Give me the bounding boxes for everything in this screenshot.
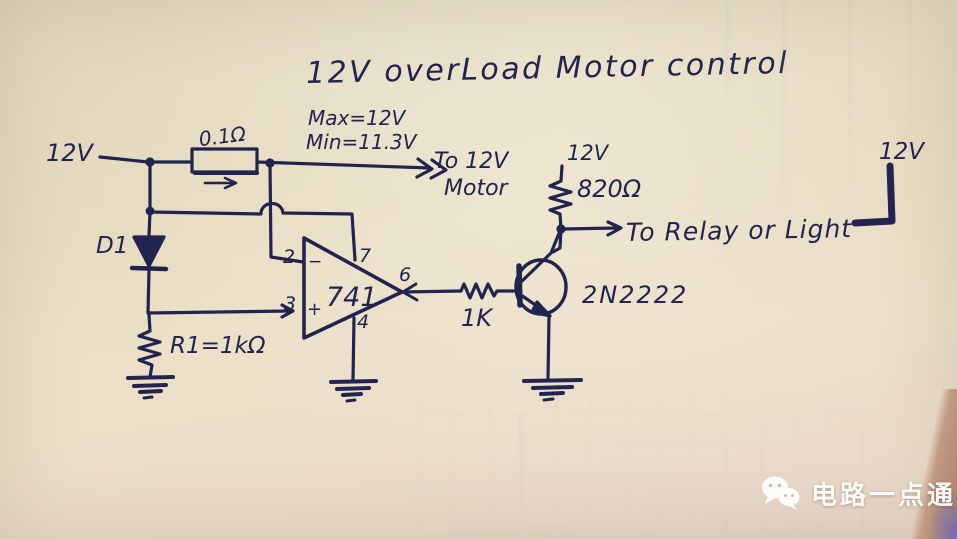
diode-d1 <box>132 235 166 268</box>
wire-to-pin7-with-hop <box>148 201 357 262</box>
diode-cathode-lead <box>146 268 151 315</box>
wire-supply-right <box>851 162 896 227</box>
min-note: Min=11.3V <box>306 130 418 154</box>
watermark: 电路一点通 <box>760 474 956 512</box>
opamp-pin3-label: 3 <box>284 293 296 315</box>
ground-symbol-3 <box>522 378 583 402</box>
grid-show-through <box>420 395 880 535</box>
ground-symbol-2 <box>329 379 378 403</box>
emitter-arrowhead-icon <box>530 300 552 318</box>
resistor-r1 <box>137 313 162 379</box>
wire-relay-arrow <box>562 226 618 231</box>
shunt-resistor <box>190 147 259 174</box>
wire-emitter-ground <box>546 314 551 381</box>
relay-note: To Relay or Light <box>626 214 853 247</box>
opamp-pin4-label: 4 <box>357 311 369 333</box>
ground-symbol-1 <box>126 375 175 400</box>
relay-arrowhead-icon <box>606 220 623 237</box>
opamp-minus-sign: − <box>308 252 322 272</box>
wechat-icon <box>762 476 800 510</box>
paper-streak <box>726 0 729 150</box>
supply-left-label: 12V <box>46 139 95 167</box>
opamp-pin6-label: 6 <box>399 264 411 286</box>
paper-streak <box>782 0 785 300</box>
junction-dot <box>265 158 275 168</box>
motor-arrowhead-icon <box>415 157 434 179</box>
wire-820-to-collector <box>551 227 563 254</box>
motor-note-line1: To 12V <box>434 149 510 174</box>
opamp-741 <box>302 236 404 340</box>
max-note: Max=12V <box>308 106 407 130</box>
resistor-820 <box>548 164 573 231</box>
supply-mid-label: 12V <box>567 141 610 165</box>
paper-streak <box>849 0 852 260</box>
r1-label: R1=1kΩ <box>170 333 266 359</box>
supply-right-label: 12V <box>879 139 926 165</box>
pullup-resistor-label: 820Ω <box>577 175 642 203</box>
resistor-1k <box>459 282 521 300</box>
pin3-arrowhead-icon <box>280 303 295 319</box>
paper-streak <box>908 0 911 200</box>
transistor-label: 2N2222 <box>582 281 688 309</box>
opamp-pin7-label: 7 <box>359 245 371 267</box>
junction-dot <box>145 157 155 167</box>
junction-dot <box>556 224 566 234</box>
background-blob <box>927 491 957 539</box>
output-arrowhead-icon <box>401 282 419 302</box>
opamp-label: 741 <box>326 282 378 313</box>
junction-dot <box>145 206 155 216</box>
base-resistor-label: 1K <box>461 304 494 332</box>
diode-label: D1 <box>96 233 128 259</box>
wire-to-pin3 <box>146 309 292 315</box>
shunt-resistor-label: 0.1Ω <box>197 121 247 151</box>
opamp-pin2-label: 2 <box>283 246 295 268</box>
opamp-plus-sign: + <box>307 299 322 320</box>
wire-pin4-ground <box>351 316 356 382</box>
paper-streak <box>519 415 522 539</box>
wire-opamp-output <box>400 289 463 294</box>
motor-note-line2: Motor <box>444 176 510 201</box>
wire-to-pin2 <box>268 161 305 264</box>
transistor-collector <box>519 229 562 284</box>
watermark-text: 电路一点通 <box>811 480 957 511</box>
wire-to-motor <box>255 160 432 170</box>
schematic-title: 12V overLoad Motor control <box>306 46 790 91</box>
motor-arrowhead-icon <box>429 158 448 180</box>
current-arrow-icon <box>203 176 238 190</box>
